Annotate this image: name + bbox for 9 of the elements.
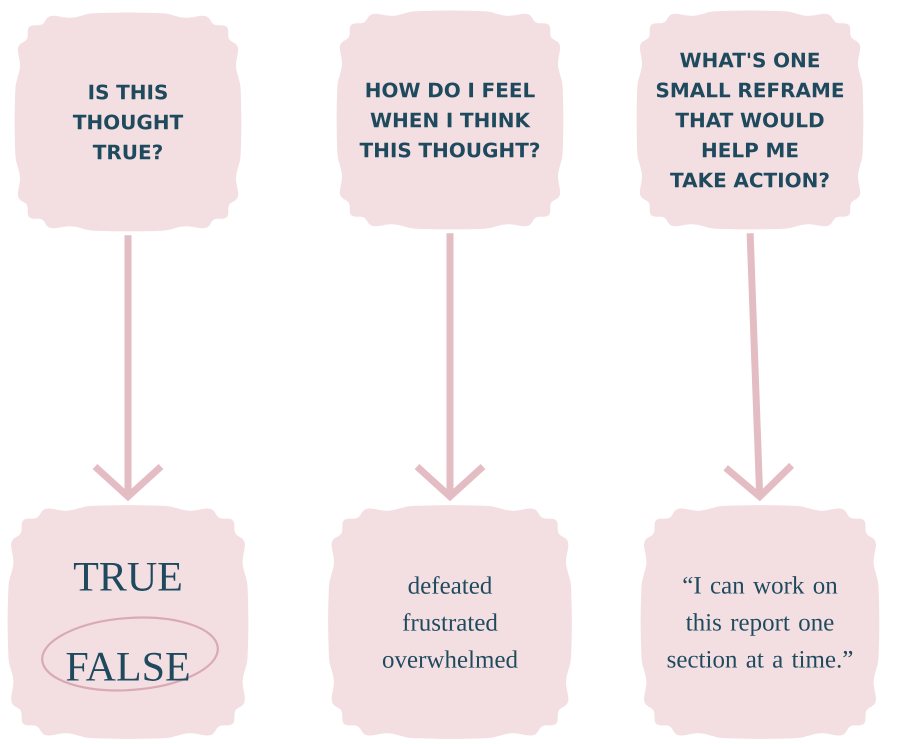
question-box: HOW DO I FEEL WHEN I THINK THIS THOUGHT?	[336, 10, 564, 230]
answer-box: TRUE FALSE	[8, 505, 248, 739]
answer-box: defeated frustrated overwhelmed	[328, 505, 572, 739]
arrow	[723, 233, 794, 502]
answer-box: “I can work on this report one section at a time.”	[640, 505, 880, 739]
question-box: IS THIS THOUGHT TRUE?	[14, 12, 242, 232]
arrow	[92, 235, 164, 502]
arrow	[414, 233, 486, 502]
question-box: WHAT'S ONE SMALL REFRAME THAT WOULD HELP ME TAKE ACTION?	[636, 10, 864, 230]
